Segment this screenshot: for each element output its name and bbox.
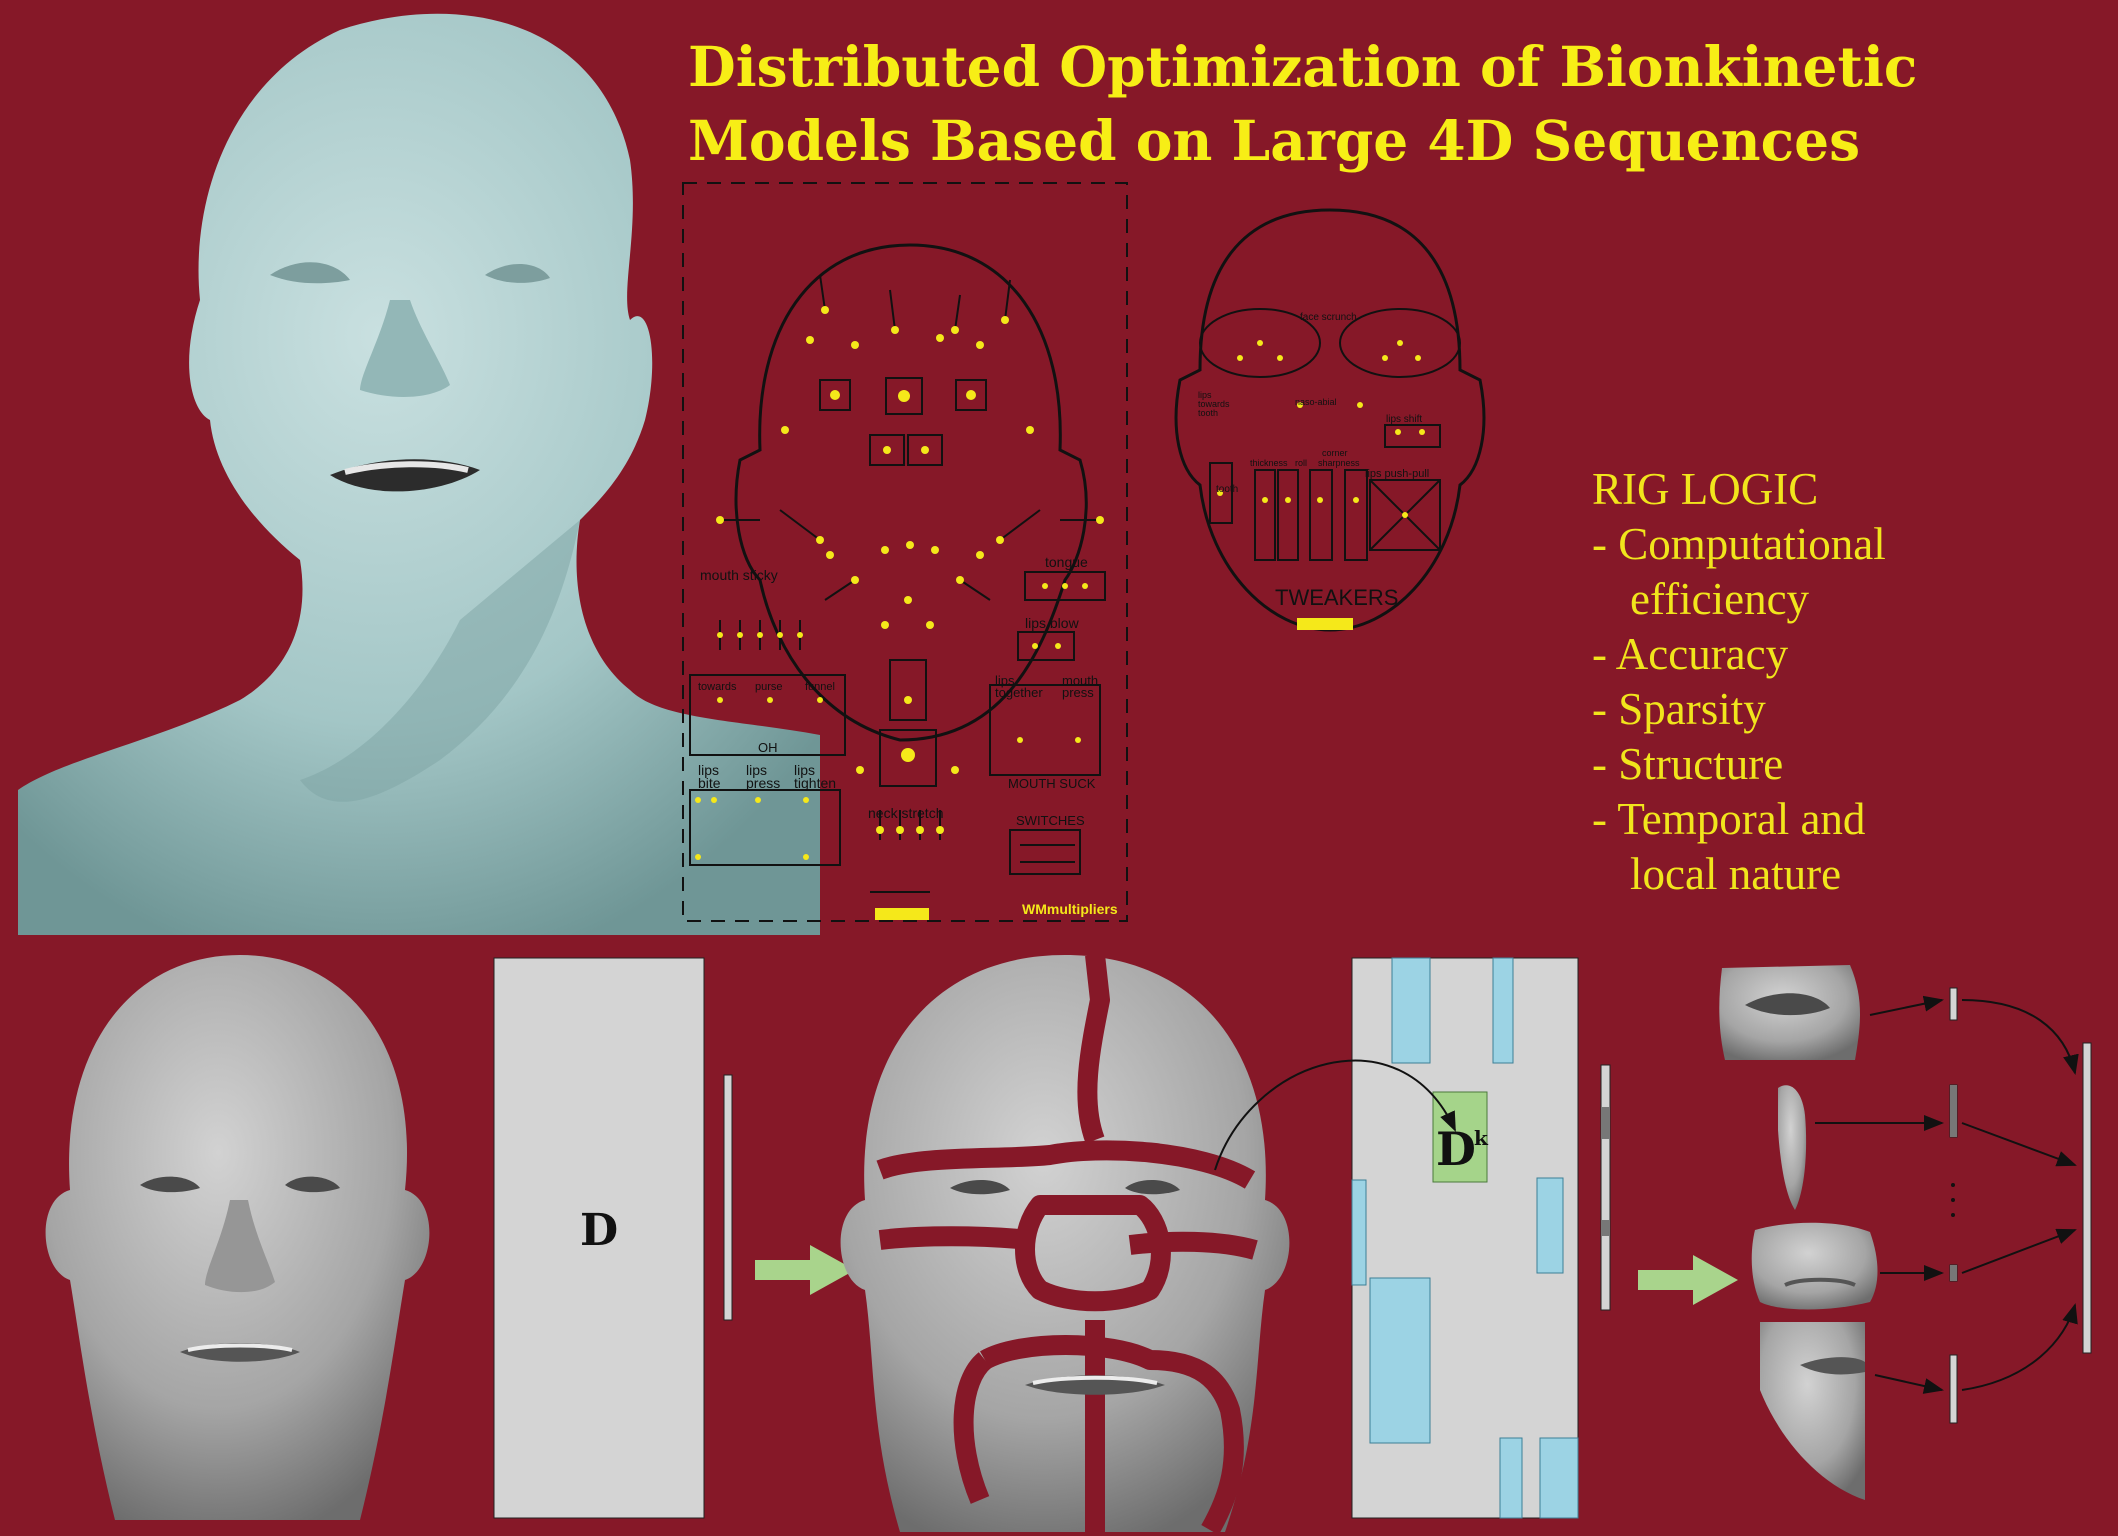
label-wm-multipliers: WMmultipliers (1022, 901, 1118, 917)
connector-arrow (1869, 995, 1944, 1016)
connector-arrow (1961, 1303, 2078, 1391)
label-mouth-sticky: mouth sticky (700, 567, 778, 583)
rig-logic-item: - Sparsity (1592, 684, 1766, 734)
matrix-dk-label: D (1436, 1122, 1476, 1176)
label-lips-together-2: together (995, 685, 1043, 700)
control-box[interactable] (1017, 631, 1075, 661)
label-face-scrunch: face scrunch (1300, 312, 1357, 323)
part-vector (1949, 1354, 1958, 1424)
label-corner-sharpness-1: corner (1322, 448, 1348, 458)
control-box[interactable] (869, 434, 905, 466)
label-mouth-suck: MOUTH SUCK (1008, 776, 1096, 791)
control-box[interactable] (689, 674, 846, 756)
vector-segment (1601, 1220, 1610, 1236)
title-line-1: Distributed Optimization of Bionkinetic (688, 34, 1918, 99)
control-box[interactable] (955, 379, 987, 411)
label-lips-bite-2: bite (698, 775, 721, 791)
mouth-patch-render (1760, 1322, 1865, 1500)
label-lips-together-1: lips (995, 673, 1015, 688)
label-thickness: thickness (1250, 458, 1288, 468)
label-towards: towards (698, 681, 737, 693)
matrix-dk-superscript: k (1474, 1126, 1489, 1150)
vector-bar (723, 1074, 733, 1321)
matrix-d (493, 957, 705, 1519)
rig-logic-item: - Accuracy (1592, 629, 1789, 679)
label-lips-towards-tooth-1: lips (1198, 390, 1212, 400)
label-lips-press-1: lips (746, 762, 767, 778)
rig-control-panel: mouth sticky tongue lips blow towards pu… (682, 182, 1128, 922)
ear-patch-render (1778, 1085, 1807, 1210)
part-vector (1949, 987, 1958, 1021)
connector-arrow (1874, 1374, 1944, 1394)
matrix-d-label: D (580, 1205, 618, 1256)
sparse-block (1369, 1277, 1431, 1444)
panel-yellow-bar (875, 908, 929, 920)
label-tongue: tongue (1045, 554, 1088, 570)
sparse-block (1539, 1437, 1579, 1519)
label-lips-bite-1: lips (698, 762, 719, 778)
tweakers-panel: face scrunch lips towards tooth naso-abi… (1174, 208, 1486, 632)
label-corner-sharpness-2: sharpness (1318, 458, 1360, 468)
tweakers-yellow-bar (1297, 618, 1353, 630)
label-switches: SWITCHES (1016, 813, 1085, 828)
nose-patch-render (1751, 1222, 1878, 1310)
green-arrow-icon (755, 1245, 855, 1295)
control-box[interactable] (907, 434, 943, 466)
control-box[interactable] (689, 789, 841, 866)
label-mouth-press-2: press (1062, 685, 1094, 700)
teal-head-render (18, 13, 820, 935)
sparse-block (1536, 1177, 1564, 1274)
rig-logic-item: - Computational (1592, 519, 1886, 569)
label-oh: OH (758, 740, 778, 755)
rig-logic-item-continued: efficiency (1630, 574, 1810, 624)
label-lips-towards-tooth-3: tooth (1198, 408, 1218, 418)
control-box[interactable] (889, 659, 927, 721)
eye-patch-render (1719, 965, 1860, 1060)
connector-arrow (1961, 1122, 2077, 1167)
label-tweakers: TWEAKERS (1275, 585, 1398, 610)
label-lips-push-pull: lips push-pull (1365, 468, 1429, 480)
label-purse: purse (755, 681, 783, 693)
control-box[interactable] (1009, 829, 1081, 875)
control-box[interactable] (989, 684, 1101, 776)
label-nasolabial: naso-abial (1295, 397, 1337, 407)
rig-logic-item-continued: local nature (1630, 849, 1842, 899)
sparse-block (1499, 1437, 1523, 1519)
sparse-block (1492, 957, 1514, 1064)
label-lips-shift: lips shift (1386, 414, 1422, 425)
neutral-face-render (45, 955, 430, 1520)
rig-logic-item: - Temporal and (1592, 794, 1866, 844)
sparse-block (1391, 957, 1431, 1064)
vector-segment (1601, 1107, 1610, 1139)
title-line-2: Models Based on Large 4D Sequences (688, 108, 1861, 173)
label-roll: roll (1295, 458, 1307, 468)
control-box[interactable] (885, 377, 923, 415)
rig-logic-item: - Structure (1592, 739, 1784, 789)
label-lips-blow: lips blow (1025, 615, 1080, 631)
connector-arrow (1961, 1228, 2077, 1274)
label-lips-tighten-1: lips (794, 762, 815, 778)
rig-logic-heading: RIG LOGIC (1592, 464, 1819, 514)
pipeline-diagram: D D k (45, 953, 2092, 1535)
label-lips-press-2: press (746, 775, 780, 791)
label-lips-tighten-2: tighten (794, 775, 836, 791)
connector-arrow (1961, 999, 2079, 1075)
label-mouth-press-1: mouth (1062, 673, 1098, 688)
label-lips-towards-tooth-2: towards (1198, 399, 1230, 409)
control-box[interactable] (819, 379, 851, 411)
label-funnel: funnel (805, 681, 835, 693)
label-tooth: tooth (1216, 484, 1238, 495)
page-title: Distributed Optimization of Bionkinetic … (688, 30, 1948, 178)
segmented-face-render (840, 953, 1290, 1535)
control-box[interactable] (879, 729, 937, 787)
green-arrow-icon (1638, 1255, 1738, 1305)
sparse-block (1351, 1179, 1367, 1286)
segmented-vector (1600, 1064, 1611, 1311)
rig-logic-list: RIG LOGIC - Computational efficiency - A… (1592, 462, 1886, 902)
label-neck-stretch: neck stretch (868, 805, 943, 821)
control-box[interactable] (1024, 571, 1106, 601)
combined-vector (2082, 1042, 2092, 1354)
mapping-arrow (1214, 1059, 1456, 1171)
